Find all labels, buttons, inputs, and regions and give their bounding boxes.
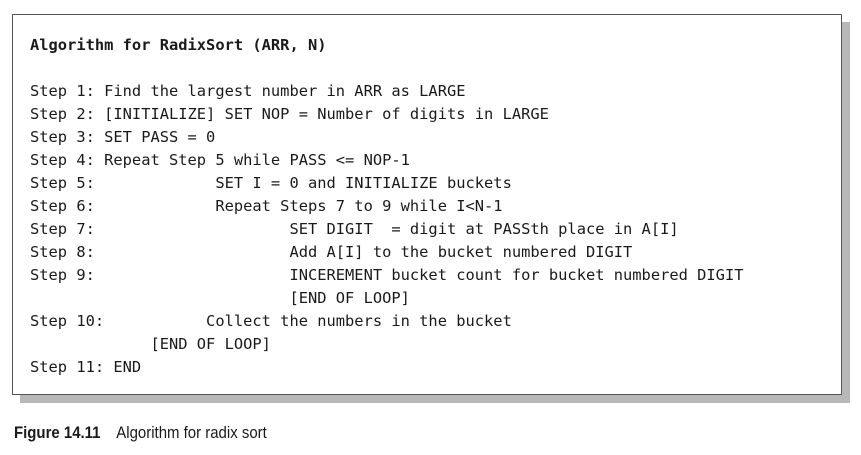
figure-label: Figure 14.11: [14, 423, 101, 442]
algorithm-box: Algorithm for RadixSort (ARR, N) Step 1:…: [12, 14, 842, 395]
algorithm-line: Step 5: SET I = 0 and INITIALIZE buckets: [30, 174, 512, 192]
algorithm-line: [30, 57, 743, 80]
algorithm-line: Step 10: Collect the numbers in the buck…: [30, 312, 512, 330]
algorithm-line: Step 4: Repeat Step 5 while PASS <= NOP-…: [30, 151, 410, 169]
algorithm-code: Algorithm for RadixSort (ARR, N) Step 1:…: [30, 34, 743, 379]
algorithm-line: Step 7: SET DIGIT = digit at PASSth plac…: [30, 220, 679, 238]
algorithm-line: Step 6: Repeat Steps 7 to 9 while I<N-1: [30, 197, 503, 215]
algorithm-line: [END OF LOOP]: [30, 335, 271, 353]
algorithm-line: [END OF LOOP]: [30, 289, 410, 307]
algorithm-line: Step 8: Add A[I] to the bucket numbered …: [30, 243, 633, 261]
algorithm-line: Step 1: Find the largest number in ARR a…: [30, 82, 466, 100]
algorithm-title: Algorithm for RadixSort (ARR, N): [30, 36, 327, 54]
figure-caption: Figure 14.11 Algorithm for radix sort: [14, 423, 267, 443]
algorithm-line: Step 11: END: [30, 358, 142, 376]
figure-caption-text: Algorithm for radix sort: [116, 423, 267, 442]
algorithm-line: Step 9: INCEREMENT bucket count for buck…: [30, 266, 744, 284]
algorithm-line: Step 3: SET PASS = 0: [30, 128, 216, 146]
algorithm-line: Step 2: [INITIALIZE] SET NOP = Number of…: [30, 105, 549, 123]
